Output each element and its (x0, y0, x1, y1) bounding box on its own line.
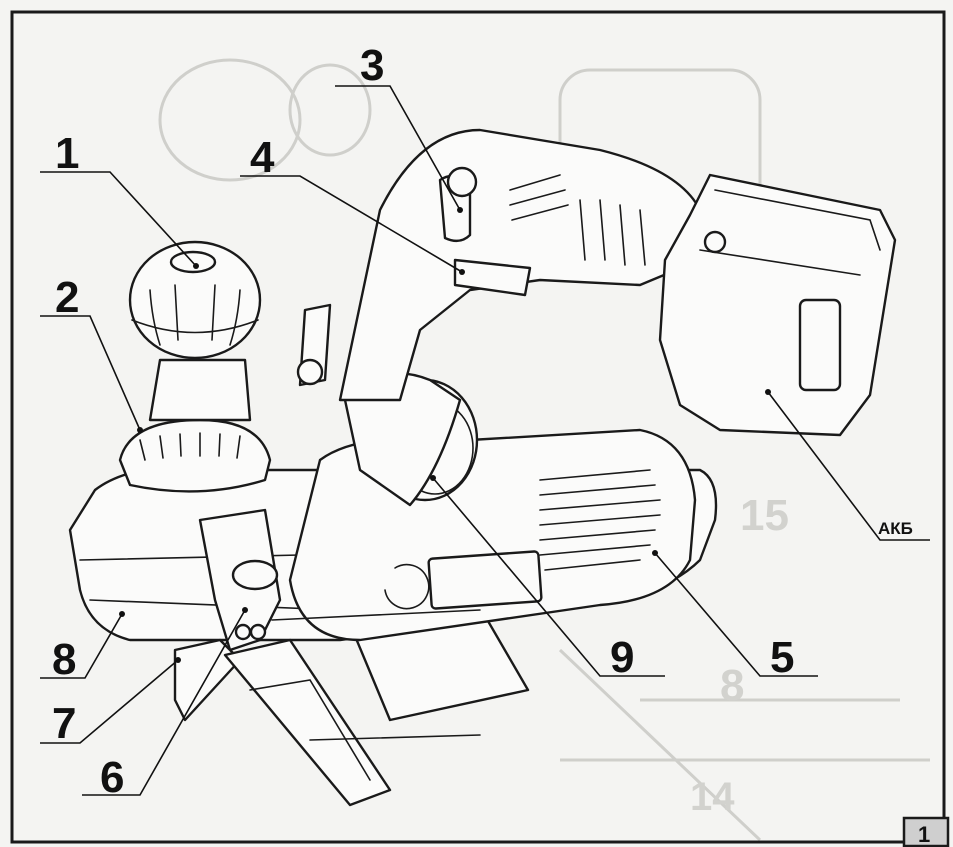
figure-number: 1 (918, 822, 930, 847)
callout-4: 4 (250, 133, 275, 182)
ghost-mark-15: 15 (740, 491, 789, 540)
parallel-guide-rail (223, 638, 392, 807)
battery-pack (658, 173, 897, 437)
figure-number-box: 1 (902, 816, 950, 847)
cordless-planer (68, 128, 897, 807)
callout-5: 5 (770, 633, 794, 682)
knob-stem (148, 358, 252, 422)
depth-stop-plate (173, 638, 242, 722)
figure-frame (10, 10, 946, 844)
callout-6: 6 (100, 753, 124, 802)
callout-akb: АКБ (878, 519, 913, 538)
side-cover (288, 428, 697, 642)
callout-8: 8 (52, 635, 76, 684)
ghost-mark-8: 8 (720, 661, 744, 710)
leader-lines (40, 85, 930, 796)
depth-scale-ring (118, 418, 272, 493)
leader-dots (119, 207, 771, 663)
guide-lock-knob (231, 559, 279, 591)
battery-release (798, 298, 842, 392)
ghost-mark-14: 14 (690, 775, 735, 819)
callout-9: 9 (610, 633, 634, 682)
lock-off-button (446, 166, 478, 198)
cooling-vents (539, 469, 661, 571)
callout-7: 7 (52, 699, 76, 748)
background-ghost-drawing: 15 8 14 (158, 58, 930, 842)
main-handle (338, 128, 702, 402)
label-plate (427, 550, 543, 610)
callout-3: 3 (360, 41, 384, 90)
callout-2: 2 (55, 273, 79, 322)
depth-scale-ticks (139, 432, 241, 461)
callout-labels: 1 2 3 4 5 6 7 8 9 АКБ (52, 41, 913, 802)
callout-1: 1 (55, 129, 79, 178)
switch-lever (453, 258, 532, 297)
belt-cover-screw (384, 563, 430, 610)
